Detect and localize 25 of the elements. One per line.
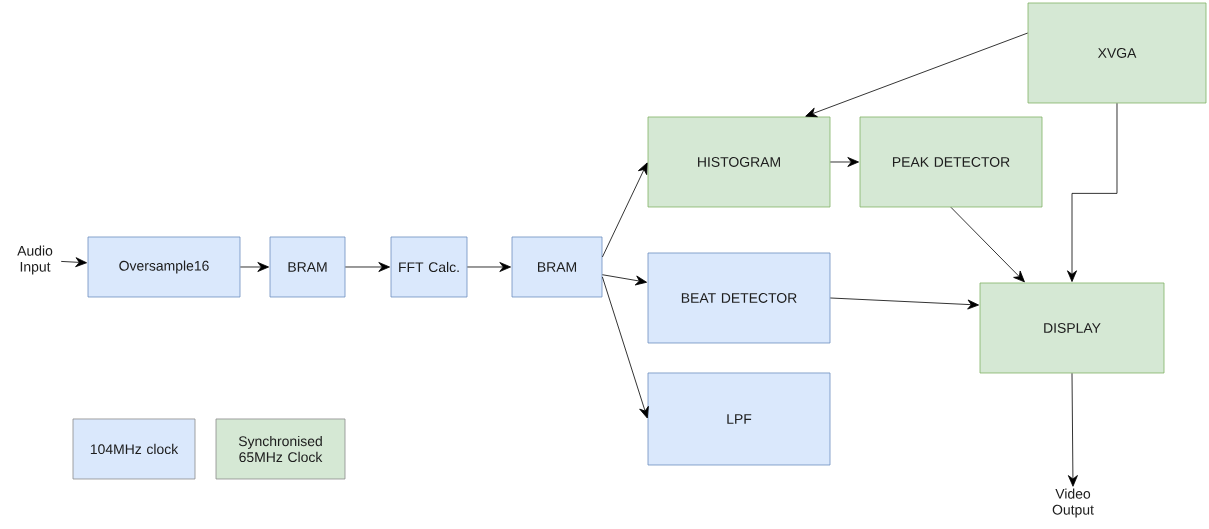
process-box: BRAM: [511, 236, 603, 298]
arrow: [467, 262, 511, 272]
process-box: Oversample16: [87, 236, 241, 298]
arrow: [1067, 373, 1078, 487]
arrow: [830, 297, 979, 310]
arrow: [60, 257, 87, 268]
process-box: DISPLAY: [979, 282, 1165, 374]
process-box: HISTOGRAM: [647, 116, 831, 208]
label-text: Video Output: [1052, 488, 1094, 518]
arrow: [345, 262, 390, 272]
arrow: [240, 262, 269, 272]
process-box: BRAM: [269, 236, 346, 298]
arrow: [602, 162, 648, 258]
arrow: [805, 32, 1028, 118]
arrow: [602, 274, 647, 286]
arrow: [1067, 103, 1118, 282]
arrow: [830, 157, 859, 167]
process-box: FFT Calc.: [390, 236, 468, 298]
process-box: PEAK DETECTOR: [859, 116, 1043, 208]
arrow: [950, 207, 1025, 283]
arrow: [602, 276, 649, 419]
process-box: XVGA: [1027, 2, 1207, 104]
process-box: LPF: [647, 372, 831, 466]
process-box: BEAT DETECTOR: [647, 252, 831, 344]
label-text: Audio Input: [17, 245, 53, 275]
